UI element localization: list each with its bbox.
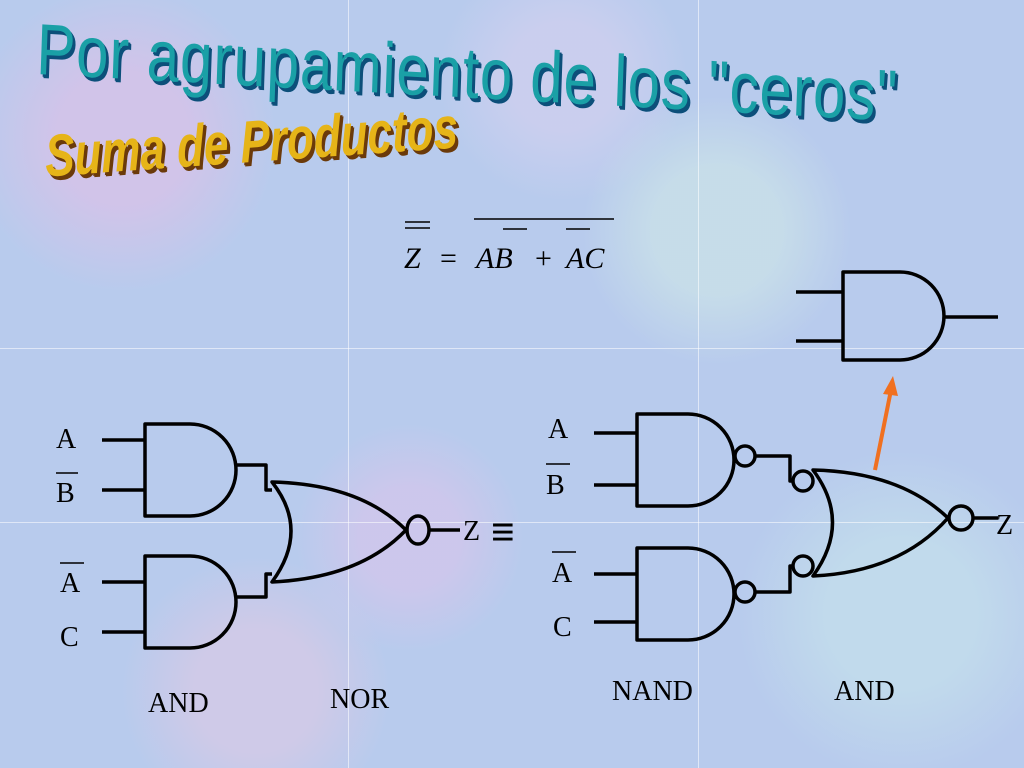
grid-line	[348, 0, 349, 768]
right-caption-nand: NAND	[612, 676, 693, 707]
right-caption-and: AND	[834, 676, 895, 707]
equivalence-symbol: ≡	[491, 510, 515, 556]
right-input-label-1: A	[548, 414, 569, 445]
left-circuit	[102, 422, 460, 650]
grid-line	[698, 0, 699, 768]
right-input-label-2: B	[546, 470, 565, 501]
nand-gate-2	[635, 546, 736, 642]
left-input-label-1: A	[56, 424, 77, 455]
equation-equals: =	[440, 242, 457, 275]
wire-and1-to-nor	[236, 463, 272, 492]
and-gate-reference	[841, 270, 946, 362]
right-circuit	[594, 412, 998, 642]
wire-nand2-to-gate	[755, 564, 793, 594]
input-bubble-2	[791, 554, 815, 578]
label-overlines	[56, 463, 576, 564]
left-output-label: Z	[463, 516, 480, 547]
output-bubble	[947, 504, 975, 532]
wire-nand1-to-gate	[755, 454, 793, 483]
left-input-label-3: A	[60, 568, 81, 599]
equation-plus: +	[535, 242, 552, 275]
nand-gate-1	[635, 412, 736, 508]
left-caption-and: AND	[148, 688, 209, 719]
left-caption-nor: NOR	[330, 684, 389, 715]
and-gate-1	[143, 422, 238, 518]
and-reference-symbol	[796, 270, 998, 362]
nand-bubble-1	[733, 444, 757, 468]
right-output-label: Z	[996, 510, 1013, 541]
pointer-arrow	[873, 376, 898, 471]
equation-overlines	[405, 218, 614, 230]
left-input-label-4: C	[60, 622, 79, 653]
nor-gate	[270, 480, 408, 584]
grid-line	[0, 522, 1024, 523]
nor-bubble	[405, 514, 431, 546]
right-input-label-3: A	[552, 558, 573, 589]
equation-lhs: Z	[404, 242, 421, 275]
wire-and2-to-nor	[236, 572, 272, 599]
and-gate-2	[143, 554, 238, 650]
final-gate	[811, 468, 950, 578]
input-bubble-1	[791, 469, 815, 493]
equation-term-1: AB	[474, 242, 513, 275]
right-input-label-4: C	[553, 612, 572, 643]
nand-bubble-2	[733, 580, 757, 604]
grid-line	[0, 348, 1024, 349]
left-input-label-2: B	[56, 478, 75, 509]
equation-term-2: AC	[564, 242, 605, 275]
